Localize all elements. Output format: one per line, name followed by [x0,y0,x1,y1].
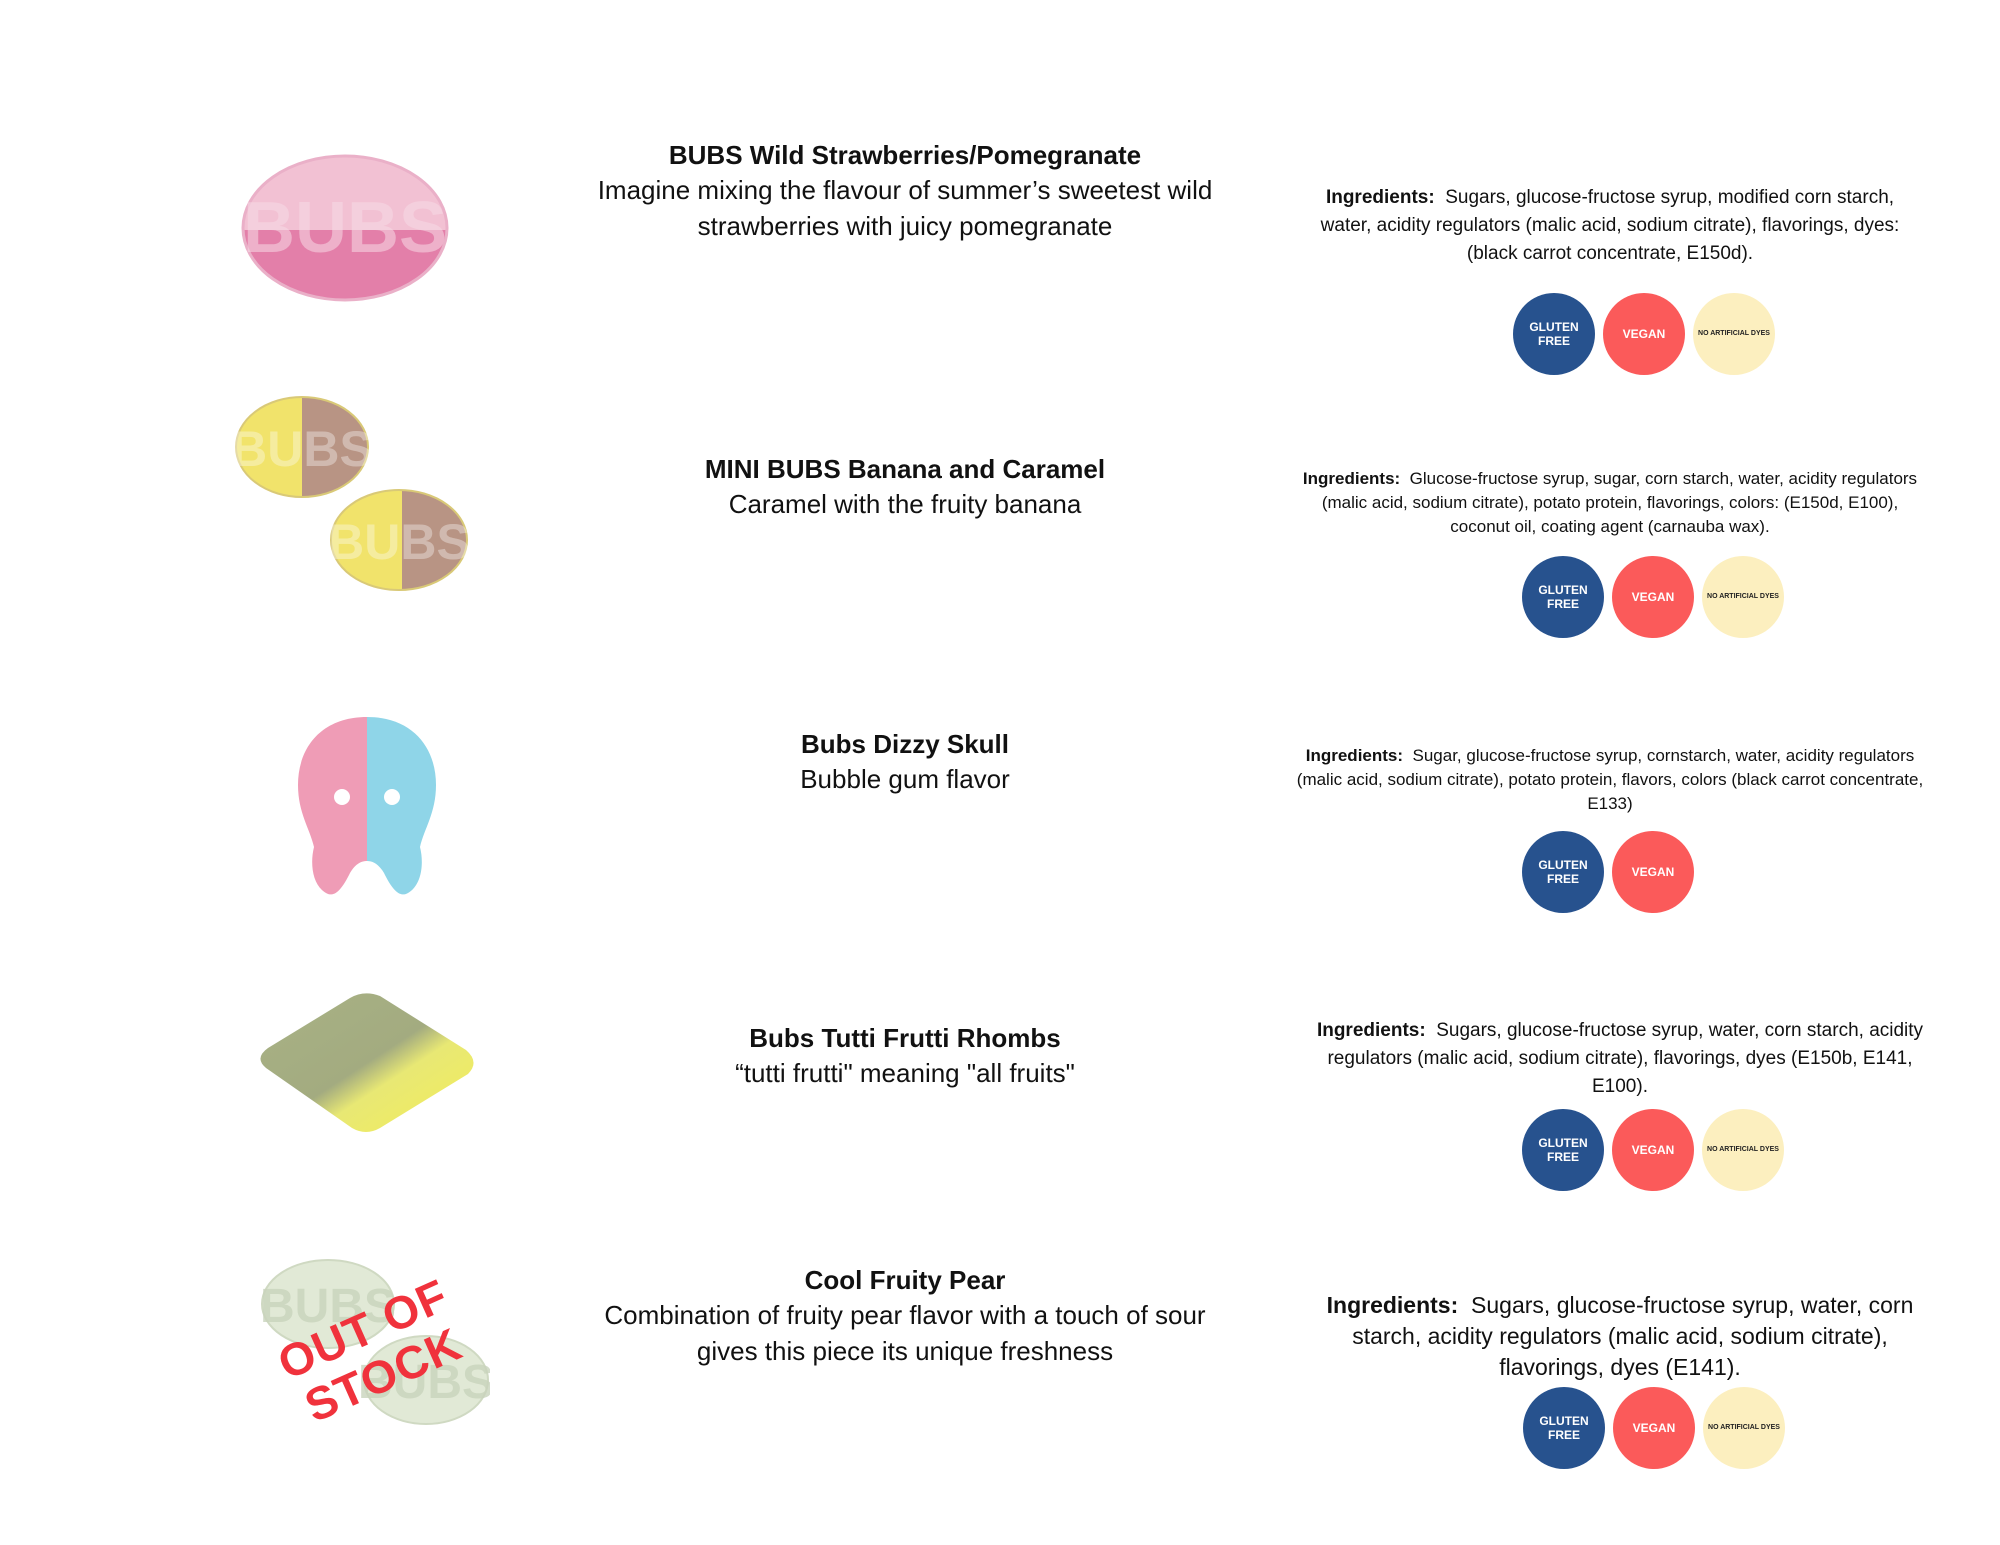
product-description: Imagine mixing the flavour of summer’s s… [597,175,1213,241]
pear-candy-image: BUBS BUBS [260,1259,490,1425]
vegan-badge: VEGAN [1613,1387,1695,1469]
badge-group: GLUTEN FREE VEGAN NO ARTIFICIAL DYES [1522,1109,1784,1191]
vegan-badge: VEGAN [1612,556,1694,638]
gluten-free-badge: GLUTEN FREE [1522,1109,1604,1191]
badge-group: GLUTEN FREE VEGAN NO ARTIFICIAL DYES [1513,293,1775,375]
ingredients-list: Sugars, glucose-fructose syrup, water, c… [1352,1292,1914,1380]
ingredients-label: Ingredients: [1325,187,1435,208]
product-name: Bubs Tutti Frutti Rhombs [749,1023,1061,1053]
product-info: MINI BUBS Banana and Caramel Caramel wit… [590,452,1220,522]
ingredients-label: Ingredients: [1302,469,1401,488]
product-description: Bubble gum flavor [800,764,1010,794]
product-name: Cool Fruity Pear [804,1265,1006,1295]
product-description: Caramel with the fruity banana [728,489,1082,519]
product-info: Bubs Tutti Frutti Rhombs “tutti frutti" … [590,1021,1220,1091]
candy-embossed-text: BUBS [243,188,447,268]
product-description: Combination of fruity pear flavor with a… [604,1300,1206,1366]
product-name: Bubs Dizzy Skull [800,729,1010,759]
no-artificial-dyes-badge: NO ARTIFICIAL DYES [1702,1109,1784,1191]
ingredients-label: Ingredients: [1305,746,1404,765]
gluten-free-badge: GLUTEN FREE [1523,1387,1605,1469]
candy-embossed-text: BUBS [234,421,373,477]
vegan-badge: VEGAN [1603,293,1685,375]
gluten-free-badge: GLUTEN FREE [1513,293,1595,375]
ingredients-list: Sugar, glucose-fructose syrup, cornstarc… [1296,746,1924,813]
product-name: MINI BUBS Banana and Caramel [704,454,1106,484]
no-artificial-dyes-badge: NO ARTIFICIAL DYES [1702,556,1784,638]
ingredients-label: Ingredients: [1326,1292,1459,1318]
tutti-frutti-rhomb-candy-image [260,993,474,1132]
no-artificial-dyes-badge: NO ARTIFICIAL DYES [1703,1387,1785,1469]
ingredients-list: Sugars, glucose-fructose syrup, modified… [1320,187,1900,264]
badge-group: GLUTEN FREE VEGAN [1522,831,1694,913]
badge-group: GLUTEN FREE VEGAN NO ARTIFICIAL DYES [1523,1387,1785,1469]
product-info: BUBS Wild Strawberries/Pomegranate Imagi… [590,138,1220,244]
strawberry-pomegranate-candy-image: BUBS [241,154,449,302]
vegan-badge: VEGAN [1612,831,1694,913]
ingredients-text: Ingredients: Sugars, glucose-fructose sy… [1300,1290,1940,1383]
ingredients-list: Glucose-fructose syrup, sugar, corn star… [1321,469,1918,536]
product-description: “tutti frutti" meaning "all fruits" [735,1058,1075,1088]
product-info: Bubs Dizzy Skull Bubble gum flavor [590,727,1220,797]
ingredients-text: Ingredients: Sugars, glucose-fructose sy… [1300,184,1920,268]
ingredients-label: Ingredients: [1316,1020,1426,1041]
gluten-free-badge: GLUTEN FREE [1522,831,1604,913]
ingredients-list: Sugars, glucose-fructose syrup, water, c… [1327,1020,1924,1097]
ingredients-text: Ingredients: Sugars, glucose-fructose sy… [1300,1017,1940,1101]
product-name: BUBS Wild Strawberries/Pomegranate [668,140,1142,170]
candy-embossed-text: BUBS [328,514,470,570]
no-artificial-dyes-badge: NO ARTIFICIAL DYES [1693,293,1775,375]
ingredients-text: Ingredients: Sugar, glucose-fructose syr… [1290,744,1930,816]
product-info: Cool Fruity Pear Combination of fruity p… [590,1263,1220,1369]
banana-caramel-candy-image: BUBS BUBS [234,396,470,591]
badge-group: GLUTEN FREE VEGAN NO ARTIFICIAL DYES [1522,556,1784,638]
ingredients-text: Ingredients: Glucose-fructose syrup, sug… [1290,467,1930,539]
candy-embossed-text: BUBS [260,1280,396,1333]
dizzy-skull-candy-image [298,717,436,895]
candy-embossed-text: BUBS [358,1356,490,1409]
vegan-badge: VEGAN [1612,1109,1694,1191]
gluten-free-badge: GLUTEN FREE [1522,556,1604,638]
